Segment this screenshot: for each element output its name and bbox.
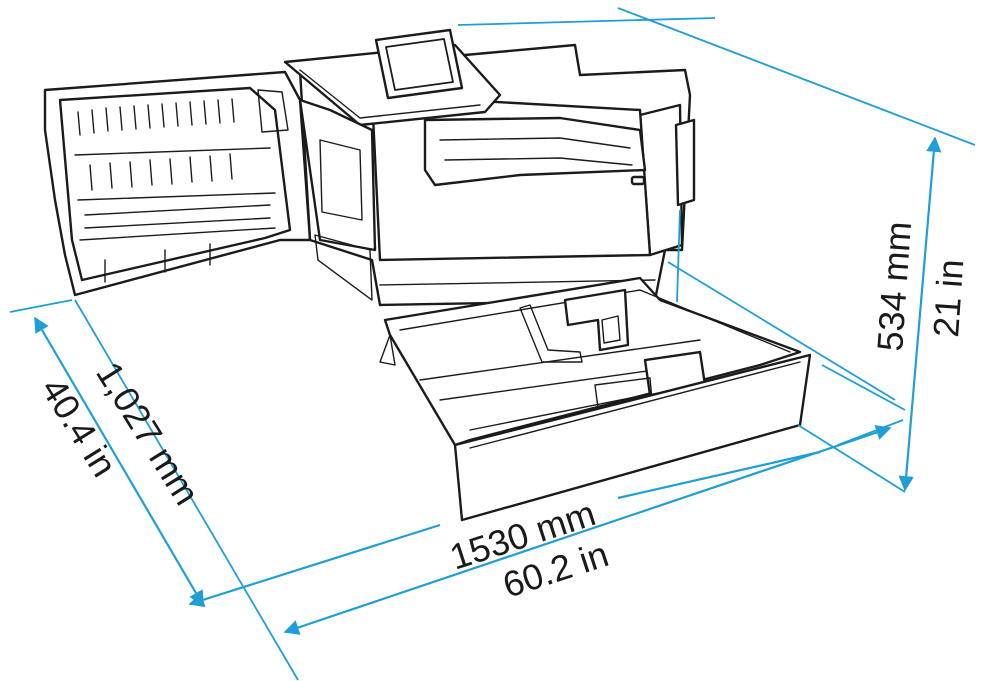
width-lower-dimension-line — [283, 425, 892, 635]
extension-line-bottom-right — [797, 424, 906, 493]
control-panel — [374, 28, 464, 100]
extension-line-top-back — [457, 17, 716, 26]
depth-dimension-line — [34, 316, 204, 607]
extension-line-right-mid — [667, 261, 896, 401]
extension-line-right-vert — [676, 209, 681, 303]
extension-line-top-right — [617, 7, 976, 146]
height-dimension-line — [898, 136, 942, 492]
inner-cavity — [298, 98, 377, 301]
paper-tray — [379, 276, 812, 522]
extension-line-left-front — [9, 299, 73, 313]
open-side-door — [43, 70, 312, 297]
height-imperial-label: 21 in — [925, 258, 971, 339]
height-metric-label: 534 mm — [869, 220, 919, 353]
extension-line-tray-corner — [821, 364, 906, 411]
